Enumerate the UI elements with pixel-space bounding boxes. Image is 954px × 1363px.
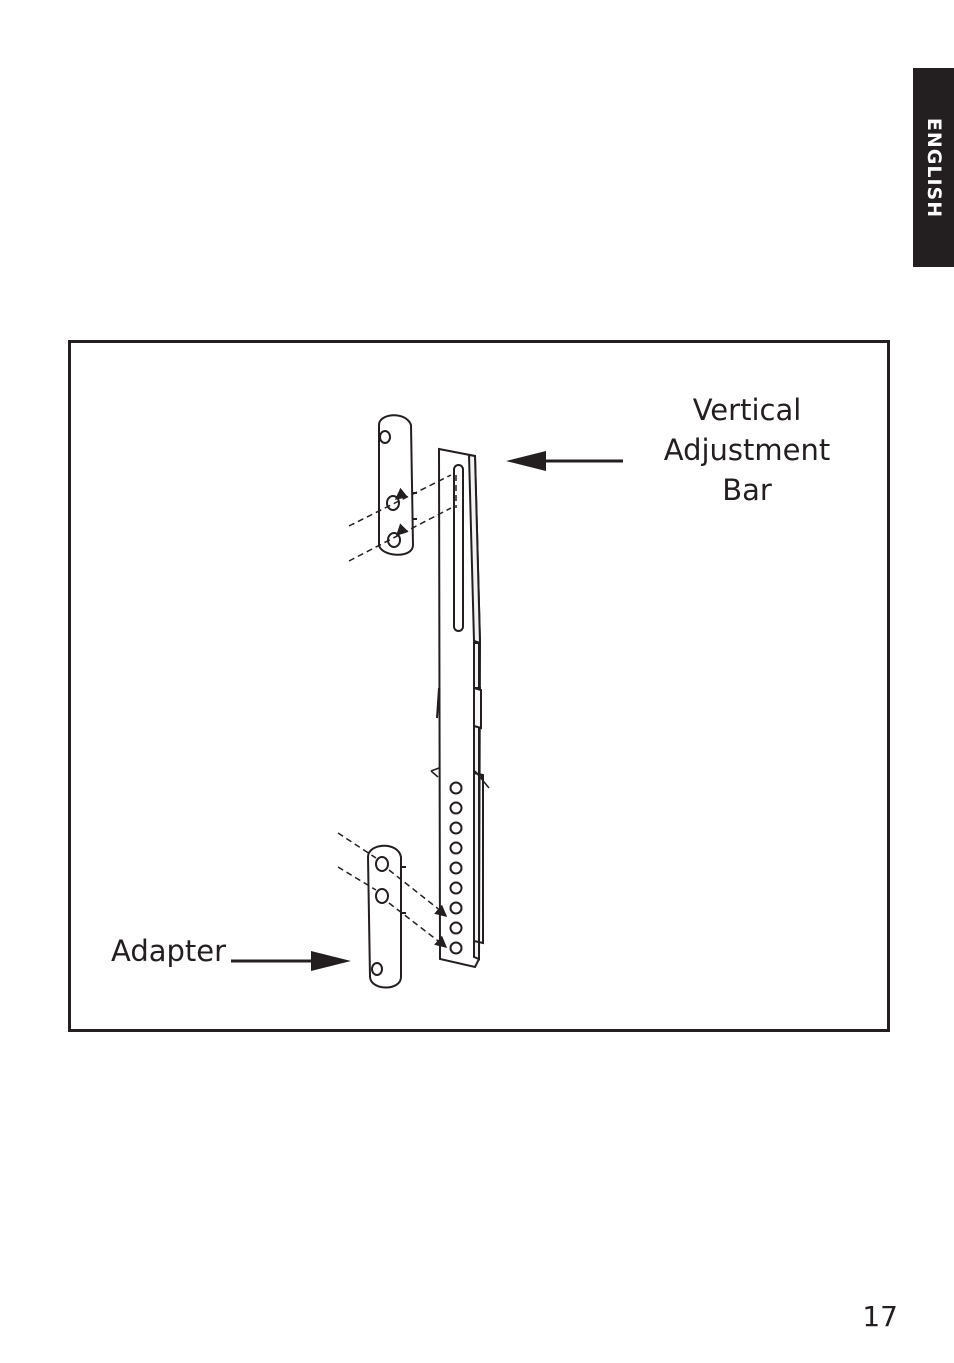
bar-hole-column	[451, 783, 462, 954]
language-tab-label: ENGLISH	[923, 117, 945, 217]
lower-adapter-plate	[368, 846, 406, 988]
bar-callout-arrow	[506, 451, 623, 471]
page-number: 17	[838, 1300, 898, 1333]
figure-frame: Vertical Adjustment Bar Adapter	[68, 340, 890, 1032]
adapter-callout-arrow	[231, 951, 351, 971]
adapter-label: Adapter	[111, 931, 226, 971]
adapter-text: Adapter	[111, 934, 226, 968]
vertical-adjustment-bar-text: Vertical Adjustment Bar	[664, 393, 831, 507]
vertical-adjustment-bar-label: Vertical Adjustment Bar	[637, 390, 857, 510]
language-tab: ENGLISH	[913, 68, 954, 267]
